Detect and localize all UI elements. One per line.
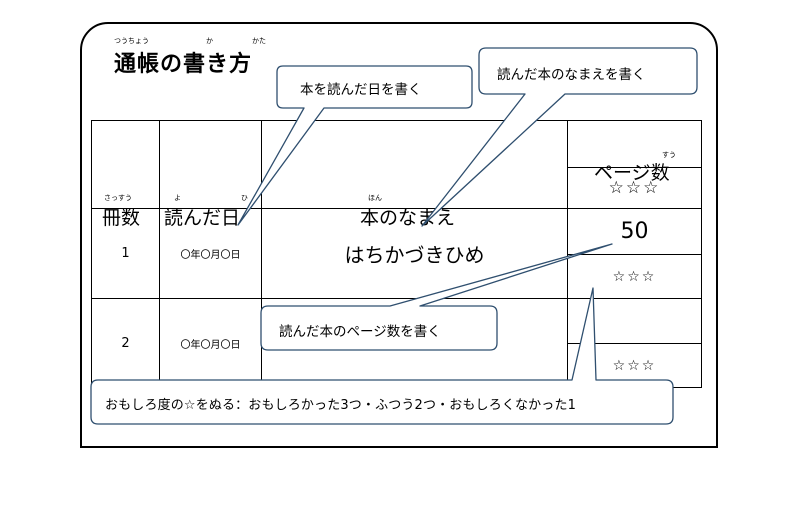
callout-rating-balloon <box>90 287 674 425</box>
title-ruby-tsucho: つうちょう <box>114 37 149 45</box>
header-pages: ページ数 <box>594 162 670 184</box>
header-pages-ruby: すう <box>662 151 676 159</box>
header-pages-cell: すう ページ数 <box>567 120 702 184</box>
callout-pages-text: 読んだ本のページ数を書く <box>279 324 441 340</box>
header-count-ruby: さっすう <box>104 193 132 202</box>
callout-title-text: 読んだ本のなまえを書く <box>497 67 646 83</box>
header-date-ruby-hi: ひ <box>241 193 248 202</box>
header-date-cell: よ ひ 読んだ日 <box>159 120 262 229</box>
row1-rating: ☆☆☆ <box>567 254 702 299</box>
header-count: 冊数 <box>102 206 141 229</box>
callout-date-balloon <box>237 65 473 226</box>
header-date-ruby-yo: よ <box>174 193 181 202</box>
header-rating: ☆☆☆ <box>567 167 702 209</box>
notebook-frame <box>80 22 718 448</box>
header-date: 読んだ日 <box>164 206 241 229</box>
title-ruby-ka: か <box>206 37 213 45</box>
header-count-cell: さっすう 冊数 <box>91 120 160 229</box>
callout-title-balloon <box>421 47 698 227</box>
callout-rating-text: おもしろ度の☆をぬる：おもしろかった3つ・ふつう2つ・おもしろくなかった1 <box>105 398 577 413</box>
header-book-ruby: ほん <box>368 193 382 202</box>
row2-num: 2 <box>91 298 160 388</box>
title-ruby-kata: かた <box>252 37 266 45</box>
header-book: 本のなまえ <box>360 206 456 229</box>
callout-date-text: 本を読んだ日を書く <box>300 82 422 98</box>
callout-pages-balloon <box>260 243 613 351</box>
row1-date: 〇年〇月〇日 <box>159 208 262 299</box>
page-title: 通帳の書き方 <box>114 52 253 77</box>
row1-pages: 50 <box>567 208 702 255</box>
